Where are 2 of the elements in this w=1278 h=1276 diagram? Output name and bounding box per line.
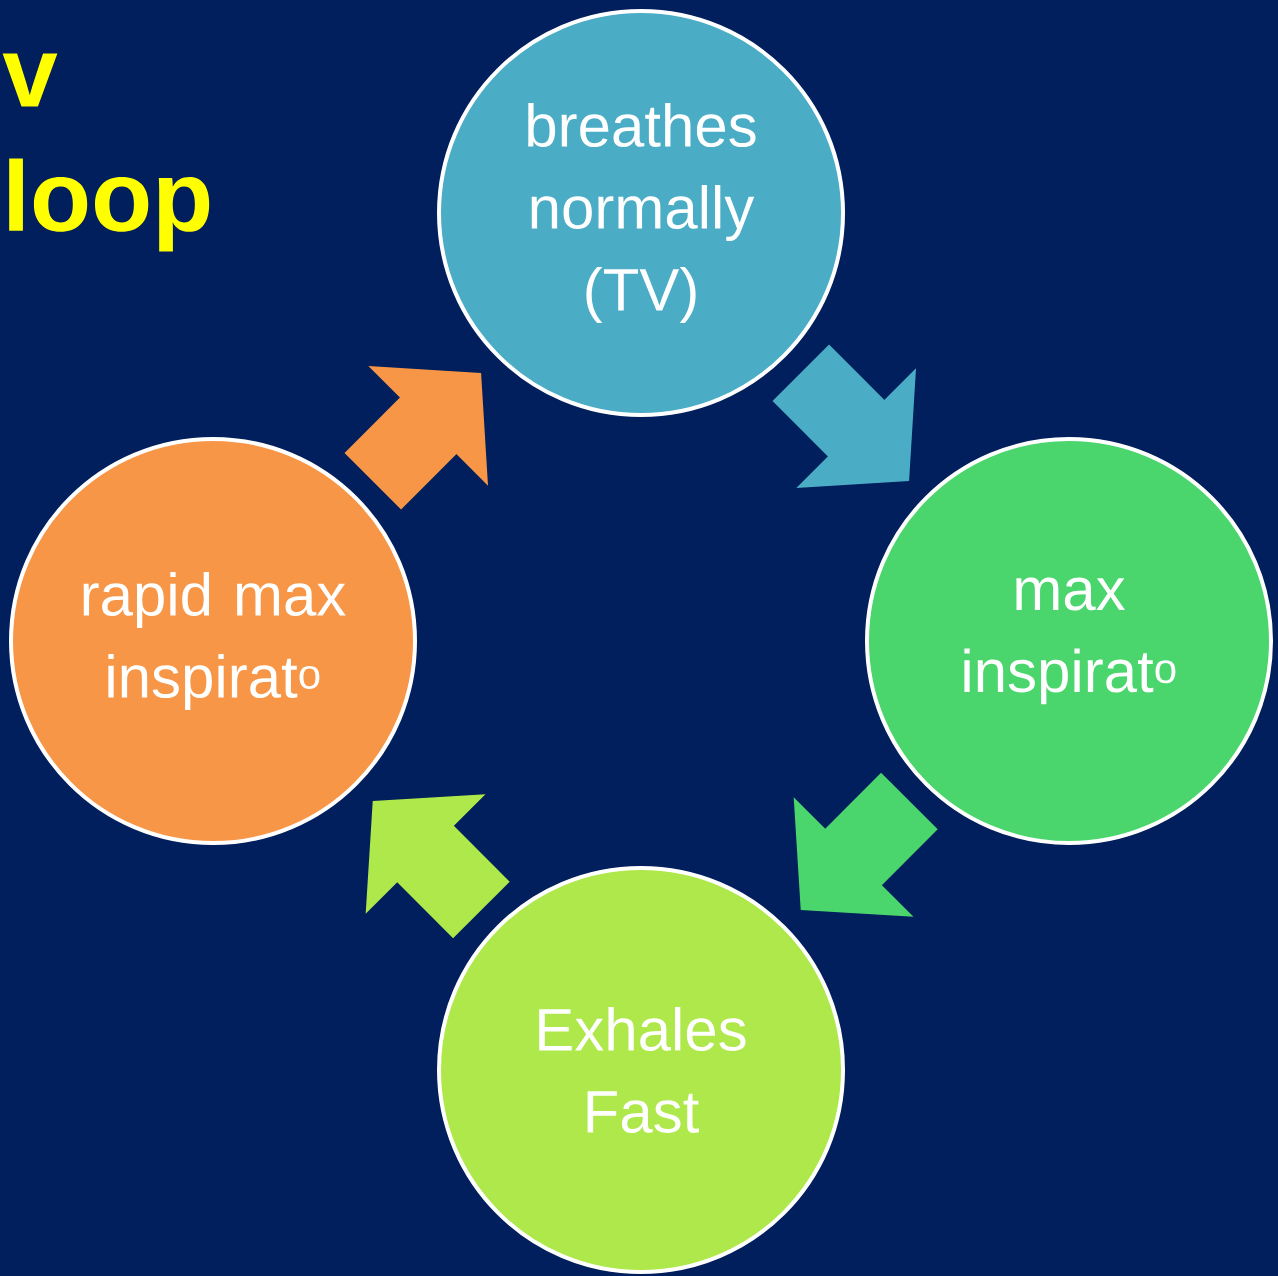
title-text: loop: [9, 158, 210, 252]
title-text: v: [2, 53, 58, 107]
